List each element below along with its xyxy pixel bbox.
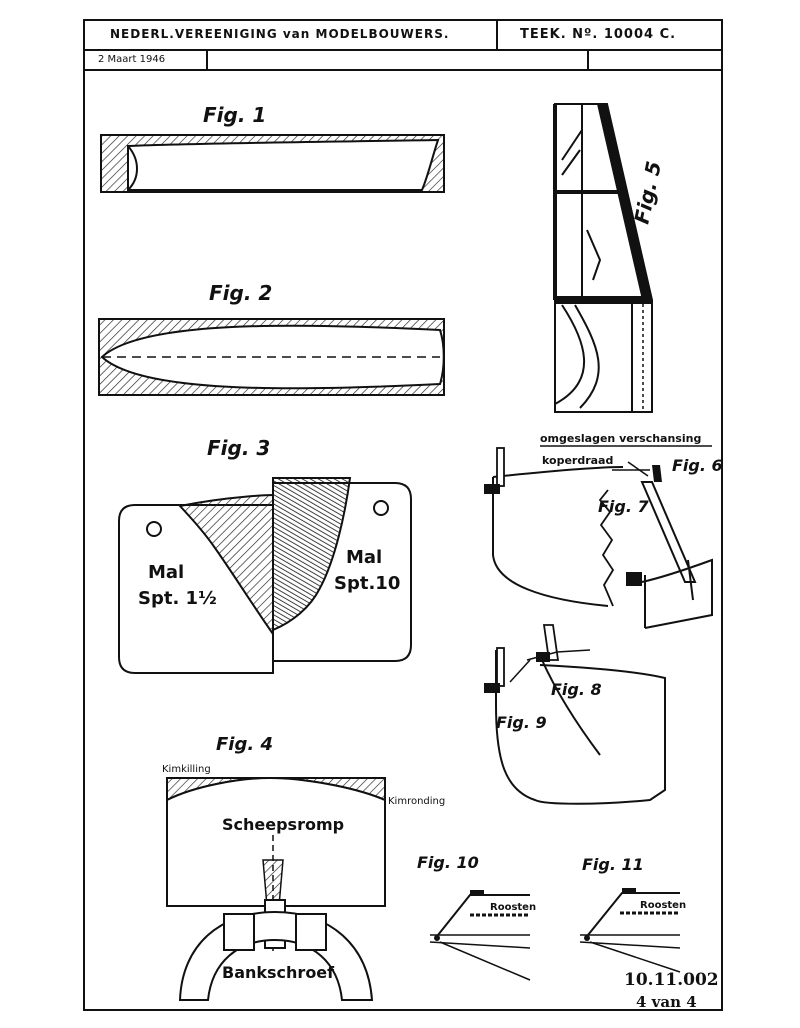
- koperdraad-label: koperdraad: [542, 454, 613, 467]
- drawing-number: TEEK. Nº. 10004 C.: [520, 27, 677, 42]
- fig11-hatch-detail: [579, 888, 681, 973]
- fig2-label: Fig. 2: [209, 281, 272, 305]
- fig3-label: Fig. 3: [207, 436, 270, 460]
- omgeslagen-label: omgeslagen verschansing: [540, 432, 701, 445]
- drawing-date: 2 Maart 1946: [98, 54, 166, 65]
- mal-left-spt: Spt. 1½: [138, 588, 217, 609]
- society-title: NEDERL.VEREENIGING van MODELBOUWERS.: [110, 27, 450, 41]
- roosten-11-label: Roosten: [640, 900, 686, 911]
- sheet-count: 4 van 4: [636, 993, 697, 1011]
- fig10-label: Fig. 10: [417, 853, 479, 872]
- roosten-10-label: Roosten: [490, 902, 536, 913]
- mal-left-label: Mal: [148, 562, 184, 583]
- mal-right-label: Mal: [346, 547, 382, 568]
- fig11-label: Fig. 11: [582, 855, 644, 874]
- fig1-hull-profile: [100, 134, 445, 193]
- fig9-label: Fig. 9: [496, 713, 547, 732]
- fig3-templates: [118, 477, 412, 674]
- fig1-label: Fig. 1: [203, 103, 266, 127]
- fig6-fig7-bulwark: [484, 445, 713, 629]
- sheet-code: 10.11.002: [624, 970, 719, 990]
- fig2-hull-plan: [98, 318, 445, 396]
- fig5-label: Fig. 5: [629, 159, 666, 226]
- title-block-frame: [83, 19, 723, 1011]
- fig4-hull-in-vise: [166, 776, 386, 1001]
- fig4-label: Fig. 4: [216, 734, 273, 755]
- scheepsromp-label: Scheepsromp: [222, 815, 344, 834]
- fig7-label: Fig. 7: [598, 497, 650, 516]
- fig5-frame-jig: [553, 103, 653, 413]
- fig8-fig9-bulwark: [484, 624, 666, 805]
- mal-right-spt: Spt.10: [334, 573, 400, 594]
- fig10-hatch-detail: [429, 890, 531, 981]
- kimkilling-label: Kimkilling: [162, 764, 211, 775]
- fig8-label: Fig. 8: [551, 680, 602, 699]
- fig6-label: Fig. 6: [672, 456, 723, 475]
- bankschroef-label: Bankschroef: [222, 963, 335, 982]
- kimronding-label: Kimronding: [388, 796, 445, 807]
